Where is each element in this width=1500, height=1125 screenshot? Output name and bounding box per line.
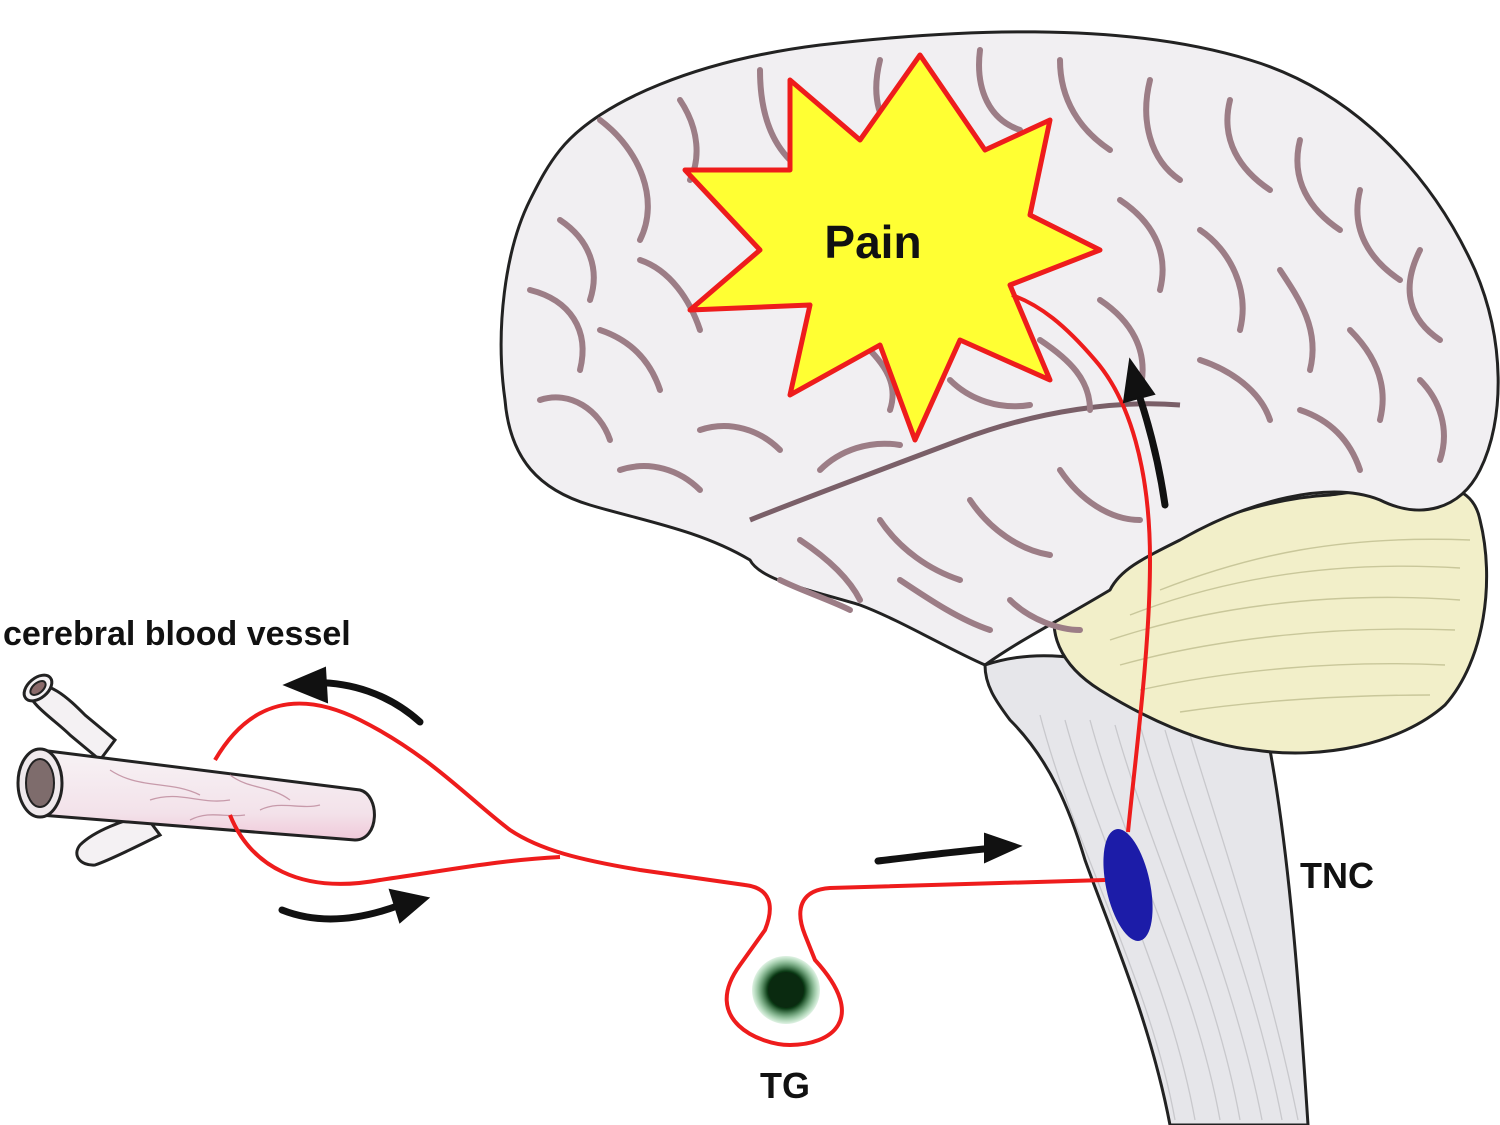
pain-label: Pain (824, 216, 921, 268)
pain-starburst: Pain (682, 52, 1103, 443)
vessel-label: cerebral blood vessel (3, 615, 351, 653)
tnc-nucleus: TNC (1103, 829, 1374, 941)
arrow-to-vessel-upper (282, 666, 424, 726)
cerebral-blood-vessel: cerebral blood vessel (3, 615, 376, 867)
signal-arrows (278, 357, 1169, 924)
tg-ganglion: TG (752, 956, 820, 1106)
tg-label: TG (760, 1065, 810, 1106)
trigeminal-nerve-pathway (213, 293, 1153, 1048)
tnc-label: TNC (1300, 855, 1374, 896)
arrow-to-tnc (874, 832, 1023, 865)
arrow-to-cortex (1122, 357, 1169, 509)
cerebellum (1052, 483, 1489, 755)
arrow-to-vessel-lower (278, 888, 431, 924)
